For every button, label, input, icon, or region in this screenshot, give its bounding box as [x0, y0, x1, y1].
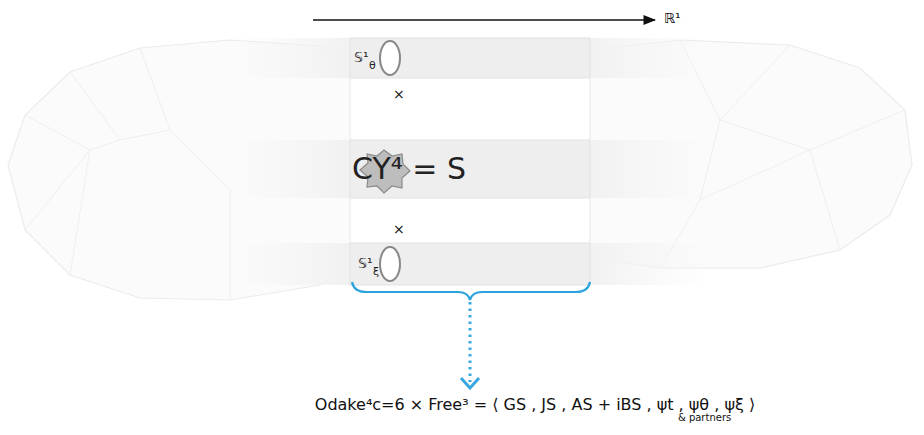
axis-label: ℝ¹: [664, 11, 681, 26]
axis-arrow: [313, 19, 655, 21]
formula-note: & partners: [678, 412, 731, 423]
polytope-edges: [25, 40, 905, 300]
band: CY⁴ = S: [350, 140, 590, 198]
band-label: CY⁴ = S: [352, 154, 466, 184]
band: 𝕊¹ξ: [350, 243, 590, 285]
band: 𝕊¹θ: [350, 38, 590, 78]
product-sign: ×: [393, 222, 405, 237]
band-label: 𝕊¹: [354, 50, 369, 64]
band-label: 𝕊¹: [358, 256, 373, 270]
band-subscript: ξ: [373, 266, 379, 277]
band-subscript: θ: [369, 60, 376, 71]
dotted-arrow: [469, 302, 472, 382]
background-polytope: [8, 40, 912, 300]
formula: Odake⁴c=6 × Free³ = ⟨ GS , JS , AS + iBS…: [315, 396, 755, 414]
circle-symbol: [380, 247, 400, 281]
dotted-arrowhead: [461, 378, 479, 388]
product-sign: ×: [393, 87, 405, 102]
curly-brace: [352, 282, 590, 300]
band-fill: [230, 38, 710, 285]
circle-symbol: [380, 41, 400, 75]
